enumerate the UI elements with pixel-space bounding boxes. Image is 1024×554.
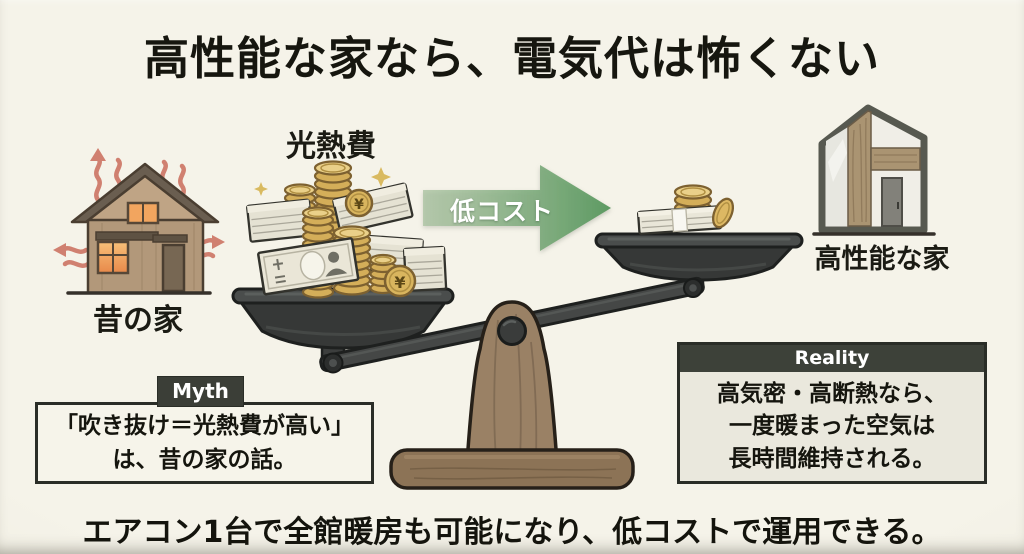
- reality-box: Reality 高気密・高断熱なら、 一度暖まった空気は 長時間維持される。: [677, 342, 987, 484]
- myth-box: 「吹き抜け＝光熱費が高い」 は、昔の家の話。: [35, 402, 374, 484]
- money-pile-label: 光熱費: [286, 129, 376, 164]
- page-title: 高性能な家なら、電気代は怖くない: [143, 32, 880, 85]
- svg-text:¥: ¥: [354, 197, 364, 213]
- old-house-body: [66, 162, 220, 295]
- yen-coin: ¥: [383, 264, 417, 298]
- modern-house-label: 高性能な家: [814, 244, 950, 275]
- right-pan: [594, 232, 804, 294]
- right-pivot-hub: [689, 284, 697, 292]
- old-house-label: 昔の家: [93, 303, 183, 338]
- yen-coin: ¥: [344, 188, 374, 218]
- arrow-label: 低コスト: [449, 197, 554, 226]
- modern-house-icon: [812, 104, 936, 236]
- fulcrum: [465, 300, 559, 465]
- base: [389, 448, 635, 490]
- reality-line: 長時間維持される。: [728, 445, 936, 472]
- small-money-icon: [636, 184, 735, 235]
- svg-text:¥: ¥: [394, 273, 405, 292]
- myth-tag: Myth: [158, 377, 243, 406]
- left-pivot-hub: [329, 359, 337, 367]
- sparkle-icon: [254, 167, 391, 196]
- reality-line: 高気密・高断熱なら、: [717, 380, 947, 407]
- low-cost-arrow: 低コスト: [423, 162, 613, 254]
- reality-tag: Reality: [680, 345, 984, 372]
- money-pile-icon: ¥ ¥: [246, 160, 448, 299]
- arrow-right-icon: [423, 165, 611, 251]
- myth-line: は、昔の家の話。: [112, 447, 297, 473]
- footer-text: エアコン1台で全館暖房も可能になり、低コストで運用できる。: [82, 515, 942, 550]
- reality-line: 一度暖まった空気は: [728, 413, 936, 440]
- old-house-icon: [53, 148, 225, 295]
- banknote-icon: [257, 237, 360, 296]
- myth-line: 「吹き抜け＝光熱費が高い」: [55, 412, 354, 439]
